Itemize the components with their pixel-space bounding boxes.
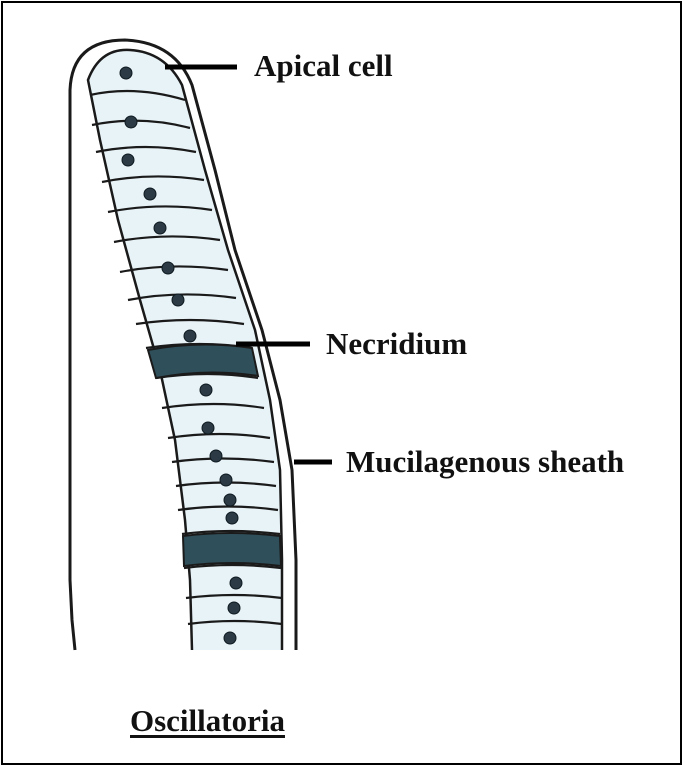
necridium-cell-upper xyxy=(146,343,260,380)
necridium-cell-lower xyxy=(181,532,283,568)
label-apical-cell: Apical cell xyxy=(254,48,393,83)
cell-nuclei xyxy=(119,66,243,645)
diagram-caption: Oscillatoria xyxy=(130,703,285,738)
label-necridium: Necridium xyxy=(326,326,468,361)
label-mucilagenous-sheath: Mucilagenous sheath xyxy=(346,444,625,479)
mucilagenous-sheath-outline xyxy=(68,38,298,651)
